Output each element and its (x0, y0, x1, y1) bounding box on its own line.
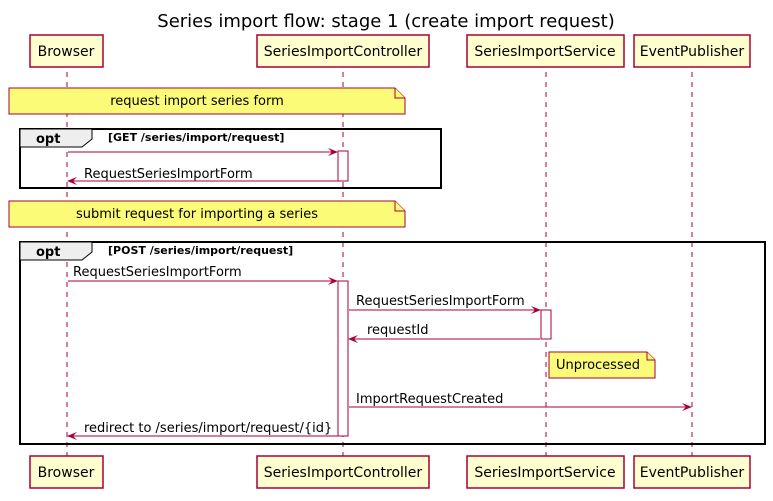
participant-label: Browser (38, 44, 95, 60)
opt-frame-post: opt [POST /series/import/request] (19, 241, 766, 445)
message-label: ImportRequestCreated (356, 392, 503, 407)
participant-label: EventPublisher (640, 465, 745, 481)
message-label: RequestSeriesImportForm (356, 294, 525, 309)
message-label: RequestSeriesImportForm (73, 265, 242, 280)
diagram-title: Series import flow: stage 1 (create impo… (157, 11, 614, 32)
opt-condition: [GET /series/import/request] (108, 131, 284, 144)
participant-service-bottom: SeriesImportService (466, 455, 625, 489)
opt-frame-get: opt [GET /series/import/request] (19, 128, 442, 189)
opt-condition: [POST /series/import/request] (108, 244, 293, 257)
activation-controller (337, 280, 349, 437)
opt-keyword: opt (36, 245, 60, 260)
participant-browser-top: Browser (29, 34, 104, 68)
participant-label: SeriesImportController (264, 465, 423, 481)
participant-label: EventPublisher (640, 44, 745, 60)
participant-label: SeriesImportService (474, 465, 615, 481)
activation-service (540, 309, 552, 340)
message-label: redirect to /series/import/request/{id} (84, 421, 332, 436)
message-label: RequestSeriesImportForm (84, 167, 253, 182)
note-text: request import series form (110, 94, 284, 109)
note-text: Unprocessed (556, 358, 640, 373)
opt-keyword: opt (36, 132, 60, 147)
participant-publisher-bottom: EventPublisher (633, 455, 751, 489)
participant-label: Browser (38, 465, 95, 481)
participant-label: SeriesImportController (264, 44, 423, 60)
note-unprocessed: Unprocessed (548, 351, 656, 379)
participant-service-top: SeriesImportService (466, 34, 625, 68)
participant-controller-top: SeriesImportController (256, 34, 430, 68)
participant-browser-bottom: Browser (29, 455, 104, 489)
participant-label: SeriesImportService (474, 44, 615, 60)
activation-controller (337, 150, 349, 182)
participant-controller-bottom: SeriesImportController (256, 455, 430, 489)
message-label: requestId (367, 323, 429, 338)
note-submit-request: submit request for importing a series (8, 200, 406, 228)
participant-publisher-top: EventPublisher (633, 34, 751, 68)
note-request-form: request import series form (8, 87, 406, 115)
note-text: submit request for importing a series (76, 207, 318, 222)
